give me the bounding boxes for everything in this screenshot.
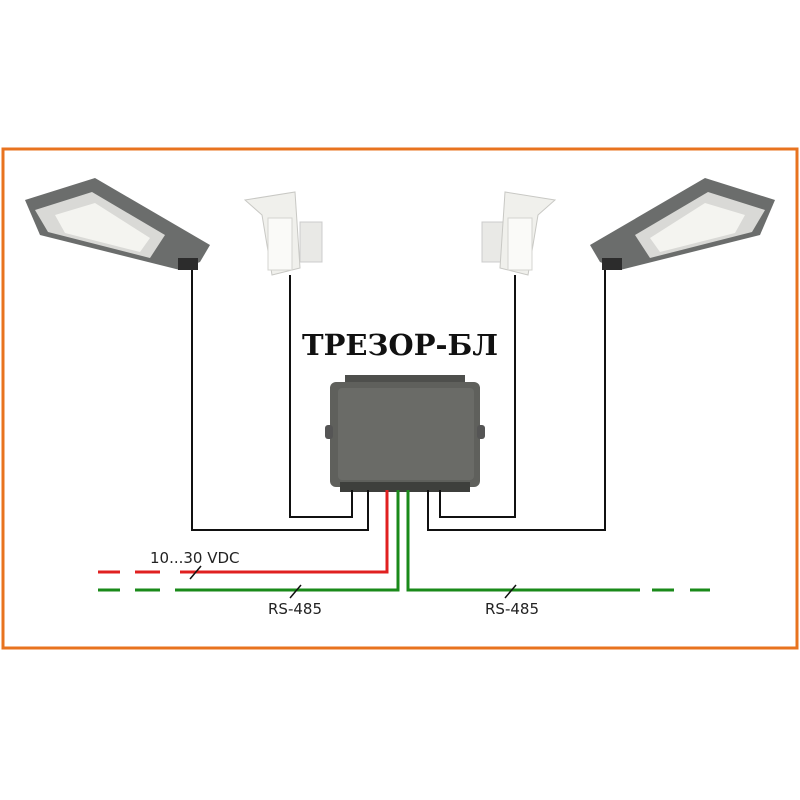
rs485-line-left (98, 490, 400, 592)
motion-sensor-left (243, 191, 323, 276)
controller-box (325, 375, 485, 492)
wire-sensor-left (289, 275, 353, 518)
device-title: ТРЕЗОР-БЛ (302, 328, 498, 362)
motion-sensor-right (481, 191, 557, 276)
rs485-label-right: RS-485 (485, 600, 539, 618)
rs485-label-left: RS-485 (268, 600, 322, 618)
wire-lamp-left (191, 270, 369, 531)
wire-lamp-right (427, 270, 606, 531)
wire-sensor-right (439, 275, 516, 518)
power-label: 10...30 VDC (150, 549, 240, 567)
street-lamp-right (590, 178, 775, 270)
street-lamp-left (25, 178, 210, 270)
diagram-frame (1, 147, 799, 650)
rs485-line-right (406, 490, 710, 592)
power-line (98, 490, 389, 574)
